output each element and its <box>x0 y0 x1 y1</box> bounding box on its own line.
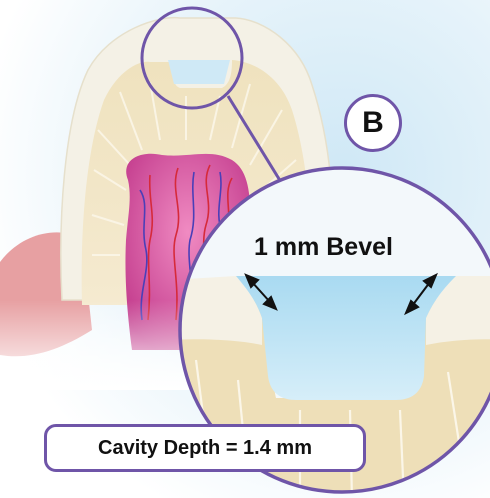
cavity-preparation-small <box>168 60 230 84</box>
bevel-label: 1 mm Bevel <box>254 233 454 262</box>
cavity-depth-box: Cavity Depth = 1.4 mm <box>44 424 366 472</box>
panel-label: B <box>362 106 384 140</box>
panel-label-badge: B <box>344 94 402 152</box>
cavity-depth-label: Cavity Depth = 1.4 mm <box>98 437 312 460</box>
tooth-bottom-fade <box>0 300 200 390</box>
